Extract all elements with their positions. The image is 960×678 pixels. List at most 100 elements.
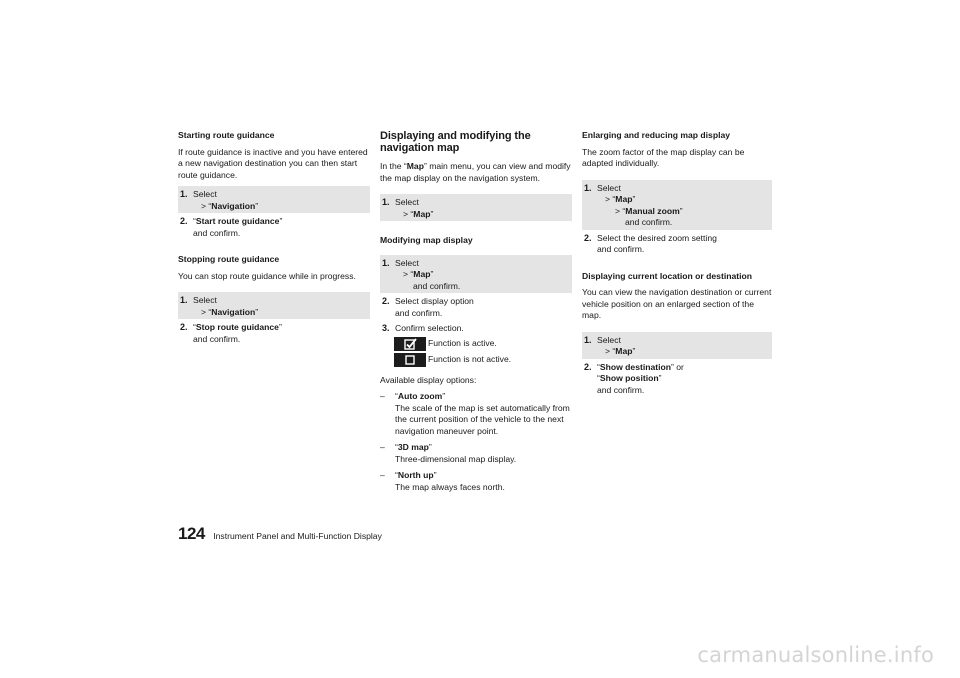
quote-close: ” [632,346,636,356]
section-title-zoom: Enlarging and reducing map display [582,130,731,140]
step-text: Select [597,334,621,345]
quote-open: > “ [201,306,212,317]
page-footer: 124 Instrument Panel and Multi-Function … [178,525,382,543]
location-steps: 1. Select > “Map” 2. “Show destination” … [582,331,772,398]
step-text: Select [193,295,217,305]
watermark: carmanualsonline.info [697,643,934,667]
available-options-title: Available display options: [380,374,477,385]
quote-close: ” [430,208,434,219]
step-text: Select [597,182,621,193]
quote-open: > “ [605,346,616,356]
step-text: “Stop route guidance” [193,322,366,334]
dash-bullet: – [380,391,385,401]
step-substep: and confirm. [625,217,673,227]
step-3: 3. Confirm selection. [380,320,572,336]
checkbox-empty-icon [394,352,426,367]
option-description: The map always faces north. [395,481,505,492]
quote-open: “ [597,361,600,372]
footer-section-label: Instrument Panel and Multi-Function Disp… [213,531,382,541]
zoom-steps: 1. Select > “Map” > “Manual zoom” and co… [582,179,772,257]
location-text: You can view the navigation destination … [582,287,772,320]
step-number: 2. [382,296,390,306]
step-number: 2. [584,232,592,243]
quote-close: ” [279,216,283,226]
quote-open: “ [395,391,398,401]
step-substep: > “Navigation” [193,307,366,319]
step-text: Confirm selection. [395,323,464,333]
intro-suffix: ” main menu, you can view and modify the… [380,161,571,183]
quote-close: ” [632,194,636,204]
quote-open: “ [193,216,196,226]
quote-open: > “ [615,205,626,216]
menu-item-map: Map [413,269,431,279]
option-north-up: – “North up” The map always faces north. [380,470,572,493]
section-title-stop-route: Stopping route guidance [178,254,280,264]
step-substep: > “Navigation” [193,201,366,213]
step-2: 2. “Show destination” or “Show position”… [582,359,772,398]
quote-close: ” [430,269,434,279]
view-map-steps: 1. Select > “Map” [380,194,572,221]
step-substep: and confirm. [413,280,461,291]
option-name: “North up” [395,470,572,482]
start-route-steps: 1. Select > “Navigation” 2. “Start route… [178,186,370,240]
step-text: and confirm. [597,244,645,254]
option-name: “Auto zoom” [395,391,572,403]
step-number: 2. [180,322,188,332]
quote-open: > “ [605,194,616,204]
menu-item-map: Map [615,194,633,204]
step-text: and confirm. [597,384,645,395]
menu-item-start-route-guidance: Start route guidance [195,216,280,226]
quote-open: “ [193,322,196,332]
step-2: 2. Select the desired zoom setting and c… [582,230,772,257]
option-label: North up [397,470,434,480]
menu-item-stop-route-guidance: Stop route guidance [195,322,279,332]
dash-bullet: – [380,470,385,480]
stop-route-text: You can stop route guidance while in pro… [178,270,356,281]
step-number: 1. [180,189,188,199]
stop-route-steps: 1. Select > “Navigation” 2. “Stop route … [178,292,370,346]
menu-item-manual-zoom: Manual zoom [625,205,680,216]
step-text: Select [193,189,217,199]
step-1: 1. Select > “Map” [582,331,772,359]
option-3d-map: – “3D map” Three-dimensional map display… [380,442,572,465]
intro-prefix: In the “ [380,161,407,171]
step-1: 1. Select > “Map” [380,194,572,221]
column-3: Enlarging and reducing map display The z… [582,126,772,405]
step-substep: > “Map” [597,194,768,206]
checkbox-checked-icon [394,336,426,351]
step-number: 2. [584,361,592,372]
step-number: 1. [584,182,592,193]
step-number: 2. [180,216,188,226]
zoom-text: The zoom factor of the map display can b… [582,146,745,169]
step-2: 2. “Start route guidance” and confirm. [178,213,370,240]
step-text: and confirm. [193,227,241,238]
step-number: 1. [584,334,592,345]
section-title-modify-map: Modifying map display [380,235,473,245]
step-substep: > “Map” [395,269,568,281]
step-1: 1. Select > “Map” > “Manual zoom” and co… [582,179,772,230]
quote-close: ” [278,322,282,332]
step-text: “Show destination” or [597,362,768,374]
map-intro-text: In the “Map” main menu, you can view and… [380,161,572,184]
step-substep: > “Manual zoom” [597,206,768,218]
quote-close: ” [442,391,446,401]
menu-item-show-position: Show position [599,373,659,383]
dash-bullet: – [380,442,385,452]
quote-open: “ [597,373,600,383]
start-route-text: If route guidance is inactive and you ha… [178,146,368,180]
modify-map-steps: 1. Select > “Map” and confirm. 2. Select… [380,254,572,367]
step-substep: > “Map” [395,209,568,221]
quote-close: ” [433,470,437,480]
legend-active: Function is active. [394,336,572,351]
option-description: The scale of the map is set automaticall… [395,402,570,436]
quote-close: ” [428,442,432,452]
step-text: Select [395,197,419,207]
option-label: 3D map [397,442,429,452]
menu-item-map: Map [406,161,424,171]
quote-close: ” [679,205,683,216]
step-1: 1. Select > “Navigation” [178,186,370,213]
step-number: 3. [382,323,390,333]
step-number: 1. [180,295,188,305]
